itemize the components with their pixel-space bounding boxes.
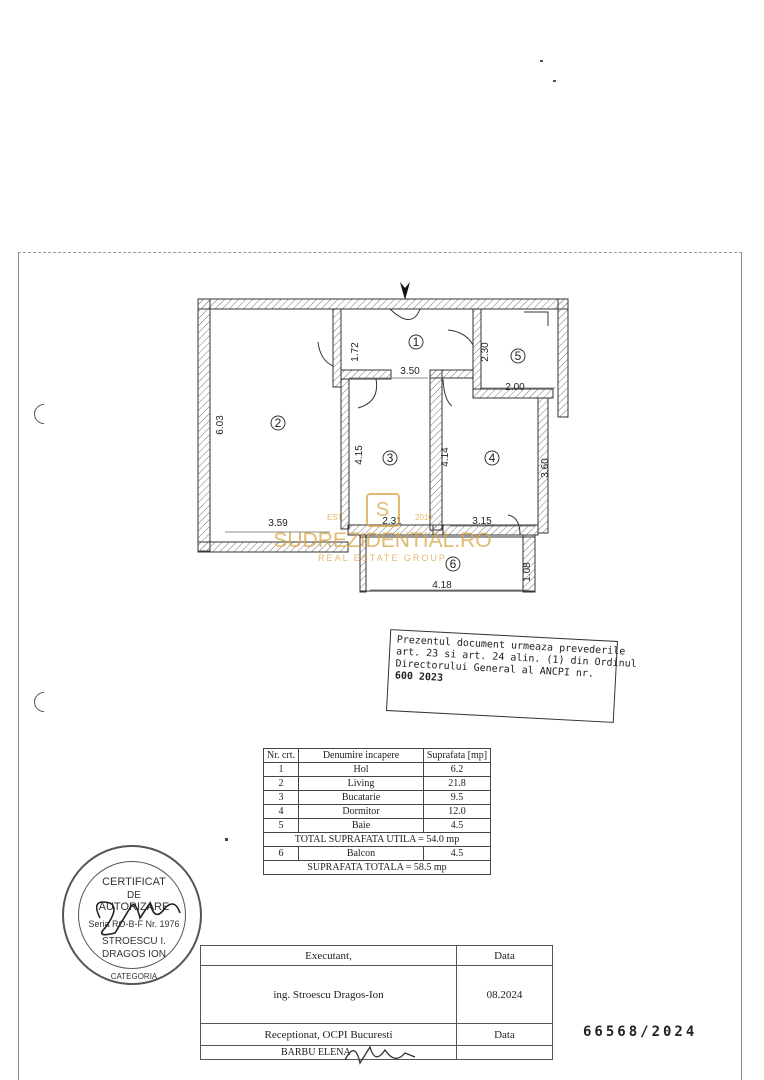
page-mark (553, 80, 556, 82)
watermark-name: SUDREZIDENTIAL.RO (273, 529, 492, 552)
dimension-label: 2.00 (505, 382, 525, 393)
stamp-line: DRAGOS ION (102, 949, 166, 960)
room-number: 6 (445, 556, 461, 572)
watermark-subtitle: REAL ESTATE GROUP (318, 553, 447, 563)
svg-text:3: 3 (387, 451, 394, 465)
executant-table: Executant, Data ing. Stroescu Dragos-Ion… (200, 945, 553, 1060)
executant-label: Executant, (200, 945, 457, 966)
binder-hole (29, 399, 59, 429)
receptionat-data-label: Data (456, 1023, 553, 1046)
svg-text:5: 5 (515, 349, 522, 363)
stamp-line: DE (127, 890, 141, 901)
signature-icon (95, 901, 181, 936)
stamp-line: Seria RO-B-F Nr. 1976 (88, 919, 180, 929)
svg-text:6: 6 (450, 557, 457, 571)
stamp-line: STROESCU I. (102, 936, 166, 947)
svg-text:2: 2 (275, 416, 282, 430)
dimension-label: 3.60 (540, 458, 551, 478)
watermark-year: 2010 (415, 513, 433, 522)
authorization-stamp: CERTIFICAT DE AUTORIZARE Seria RO-B-F Nr… (62, 845, 202, 985)
dimension-label: 2.30 (480, 342, 491, 362)
room-number: 2 (270, 415, 286, 431)
table-header-row: Nr. crt. Denumire incapere Suprafata [mp… (263, 748, 491, 763)
watermark-est: EST (327, 513, 343, 522)
entrance-arrow-icon (400, 282, 410, 300)
dimension-label: 4.15 (354, 445, 365, 465)
total-row: SUPRAFATA TOTALA = 58.5 mp (263, 860, 491, 875)
receptionat-org: OCPI Bucuresti (322, 1028, 393, 1041)
dimension-label: 4.14 (440, 447, 451, 467)
executant-data-label: Data (456, 945, 553, 966)
executant-date: 08.2024 (456, 965, 553, 1024)
svg-text:1: 1 (413, 335, 420, 349)
receptionat-signature-icon (344, 1045, 416, 1065)
floor-plan: 1 2 3 4 5 6 1.72 3.50 2.30 2.00 6.03 4.1… (197, 282, 569, 593)
watermark: EST S 2010 SUDREZIDENTIAL.RO REAL ESTATE… (265, 493, 500, 563)
room-number: 5 (510, 348, 526, 364)
binder-hole (29, 687, 59, 717)
sheet-right-border (741, 252, 742, 1080)
sheet-top-border (18, 252, 742, 253)
receptionat-name: BARBU ELENA (200, 1045, 457, 1060)
dimension-label: 3.50 (400, 366, 420, 377)
dimension-label: 3.15 (472, 516, 492, 527)
total-useful-row: TOTAL SUPRAFATA UTILA = 54.0 mp (263, 832, 491, 847)
page-mark (225, 838, 228, 841)
regulation-notice-stamp: Prezentul document urmeaza prevederile a… (386, 629, 637, 723)
dimension-label: 1.72 (350, 342, 361, 362)
stamp-line: CERTIFICAT (102, 876, 166, 888)
dimension-label: 2.31 (382, 516, 402, 527)
col-header-area: Suprafata [mp] (423, 748, 491, 763)
stamp-line: AUTORIZARE (98, 901, 170, 913)
col-header-name: Denumire incapere (298, 748, 424, 763)
brand-logo-icon: S (365, 493, 400, 527)
dimension-label: 6.03 (215, 415, 226, 435)
document-number: 66568/2024 (583, 1024, 698, 1040)
dimension-label: 4.18 (432, 580, 452, 591)
stamp-line: CATEGORIA (110, 972, 158, 981)
sheet-left-border (18, 252, 19, 1080)
col-header-nr: Nr. crt. (263, 748, 299, 763)
svg-text:4: 4 (489, 451, 496, 465)
rooms-table: Nr. crt. Denumire incapere Suprafata [mp… (263, 748, 491, 875)
dimension-label: 1.08 (522, 562, 533, 582)
page-mark (540, 60, 543, 62)
receptionat-label: Receptionat, (264, 1028, 320, 1041)
dimension-label: 3.59 (268, 518, 288, 529)
room-number: 4 (484, 450, 500, 466)
room-number: 3 (382, 450, 398, 466)
room-number: 1 (408, 334, 424, 350)
stamp-inner-ring (78, 861, 186, 969)
executant-name: ing. Stroescu Dragos-Ion (200, 965, 457, 1024)
